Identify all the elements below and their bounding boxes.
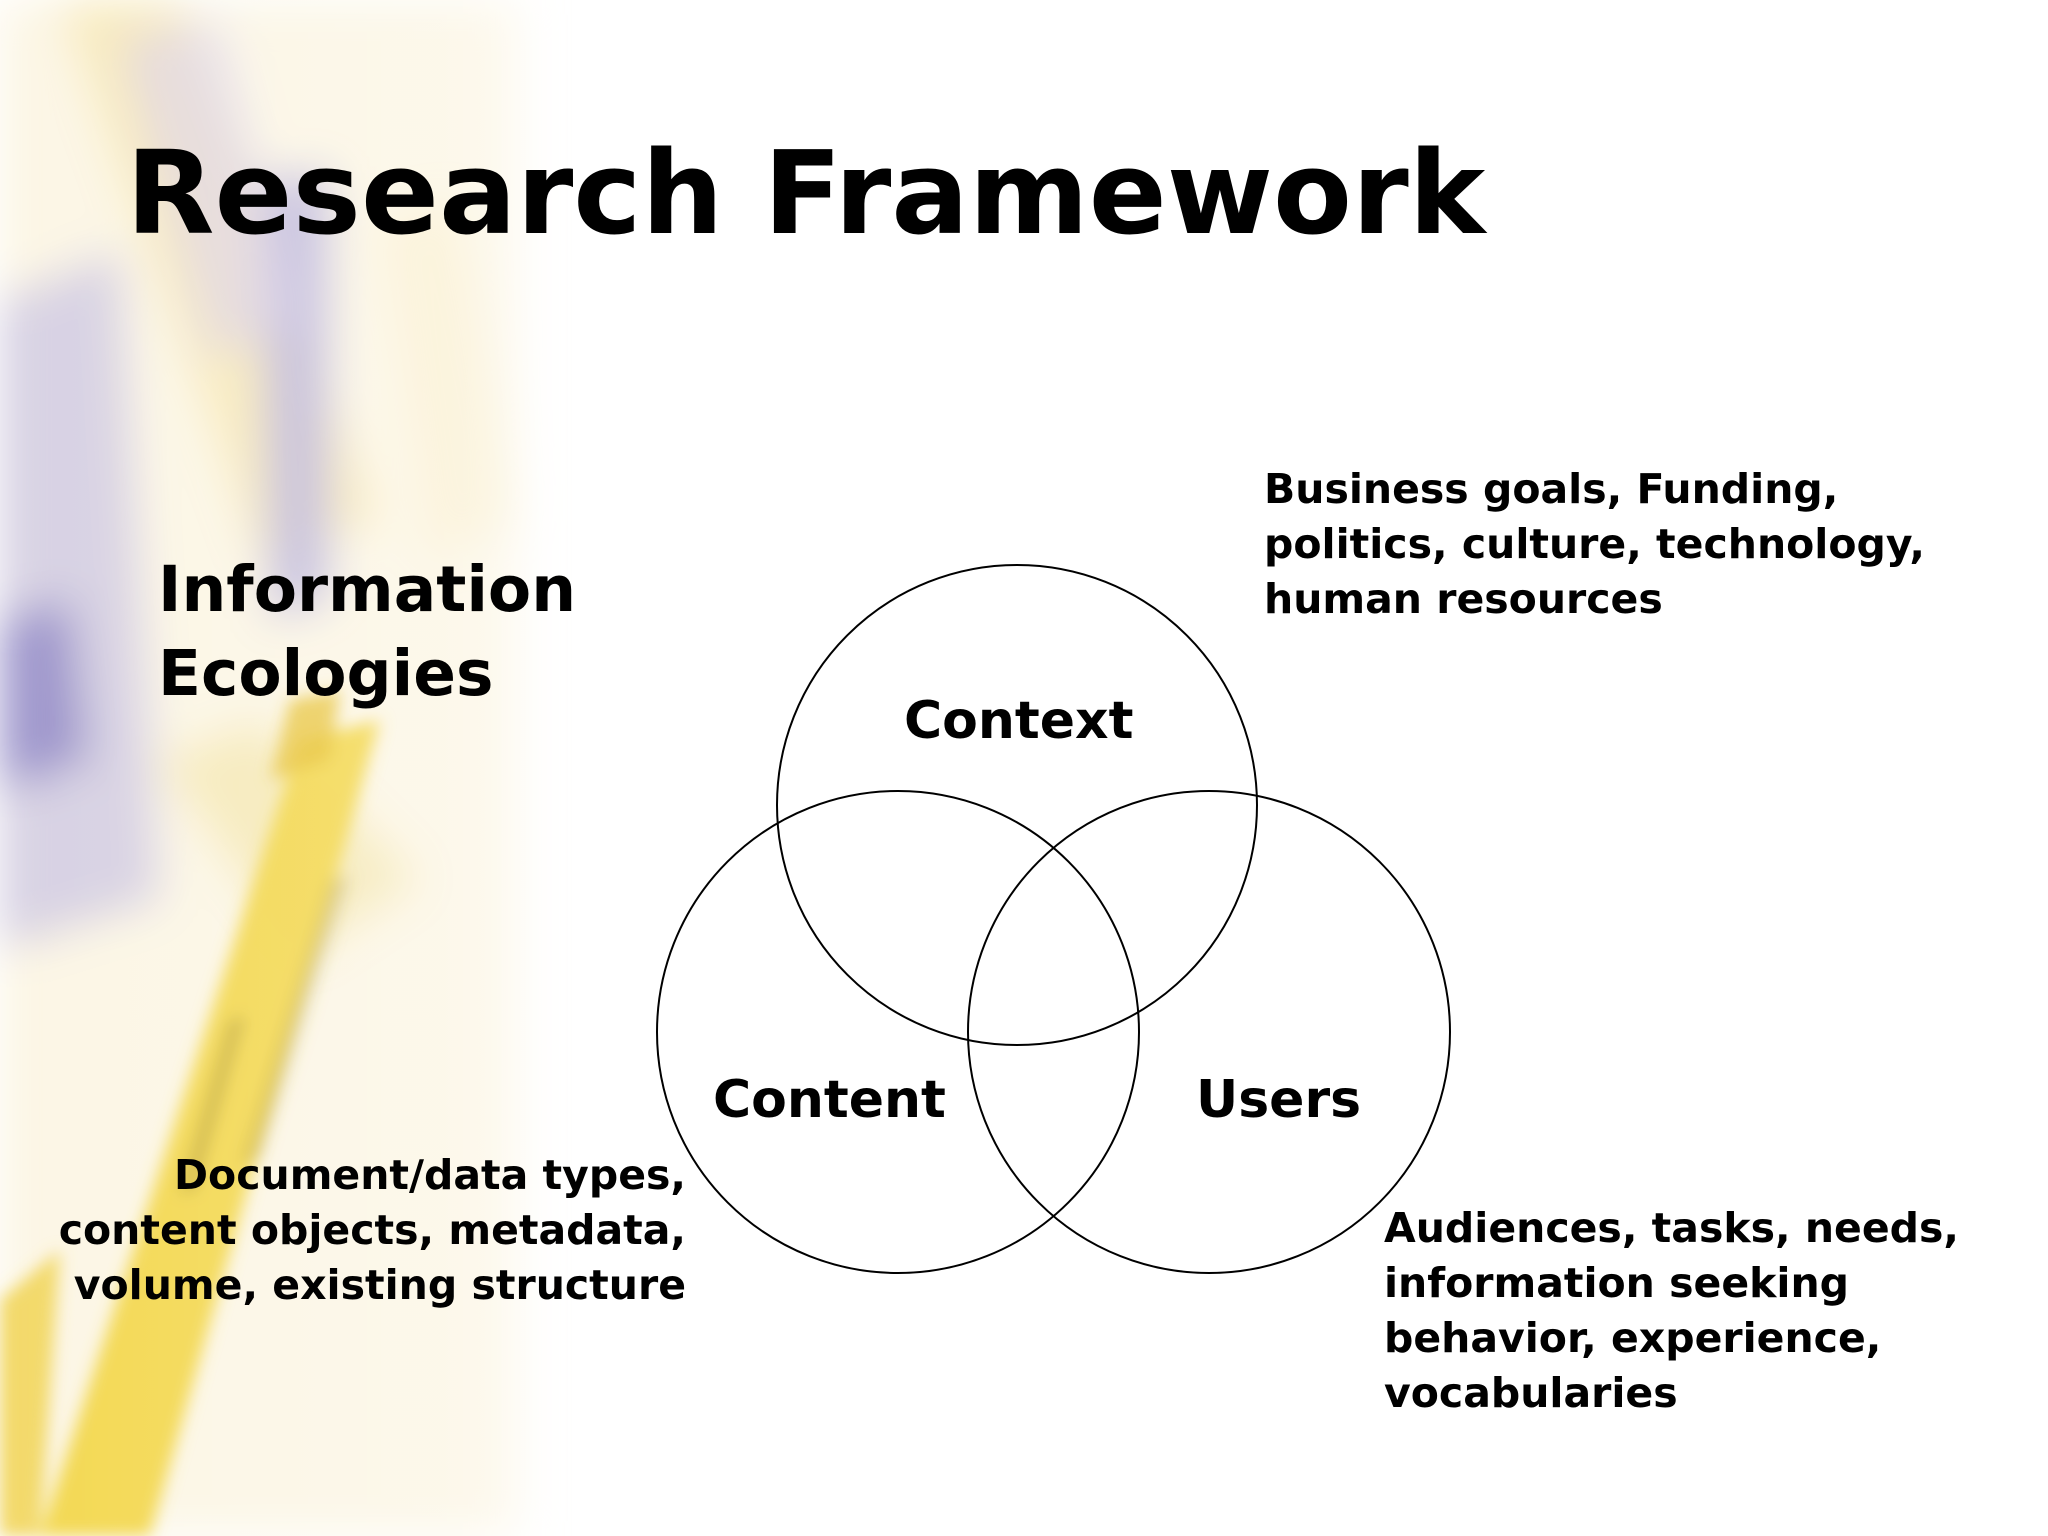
content-label: Content (713, 1070, 946, 1130)
subtitle-line: Ecologies (158, 637, 494, 710)
note-line: Audiences, tasks, needs, (1384, 1204, 1960, 1252)
note-line: politics, culture, technology, (1264, 520, 1925, 568)
note-line: content objects, metadata, (58, 1206, 686, 1254)
content-circle (656, 790, 1140, 1274)
note-line: behavior, experience, (1384, 1314, 1882, 1362)
subtitle-line: Information (158, 553, 577, 626)
context-note: Business goals, Funding, politics, cultu… (1264, 462, 1925, 627)
note-line: volume, existing structure (73, 1261, 686, 1309)
note-line: information seeking (1384, 1259, 1850, 1307)
content-note: Document/data types, content objects, me… (59, 1148, 686, 1313)
page-title: Research Framework (126, 127, 1486, 261)
users-label: Users (1196, 1070, 1362, 1130)
note-line: Document/data types, (174, 1151, 686, 1199)
subtitle: Information Ecologies (158, 548, 576, 716)
note-line: vocabularies (1384, 1369, 1678, 1417)
users-circle (967, 790, 1451, 1274)
users-note: Audiences, tasks, needs, information see… (1384, 1201, 1959, 1421)
context-label: Context (904, 691, 1134, 751)
context-circle (776, 564, 1258, 1046)
note-line: human resources (1264, 575, 1663, 623)
note-line: Business goals, Funding, (1264, 465, 1839, 513)
